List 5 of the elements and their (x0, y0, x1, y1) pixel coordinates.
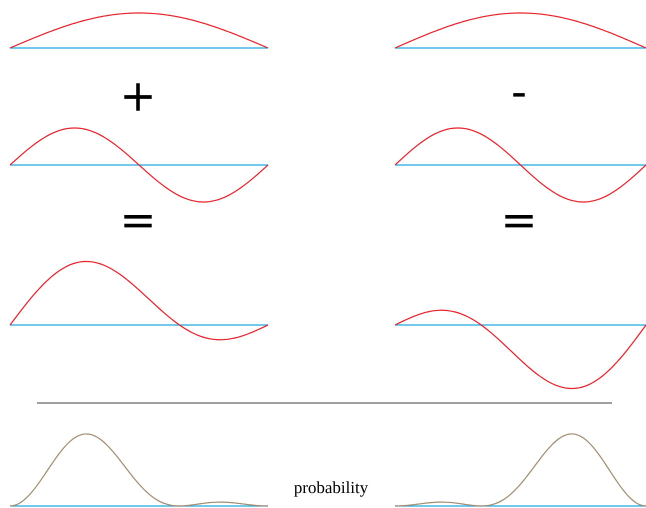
operator-sign: + (124, 83, 152, 111)
caption-text: probability (294, 481, 368, 497)
operator-sign: = (505, 215, 533, 228)
operator-sign: = (124, 215, 152, 228)
operator-sign: - (513, 93, 525, 97)
